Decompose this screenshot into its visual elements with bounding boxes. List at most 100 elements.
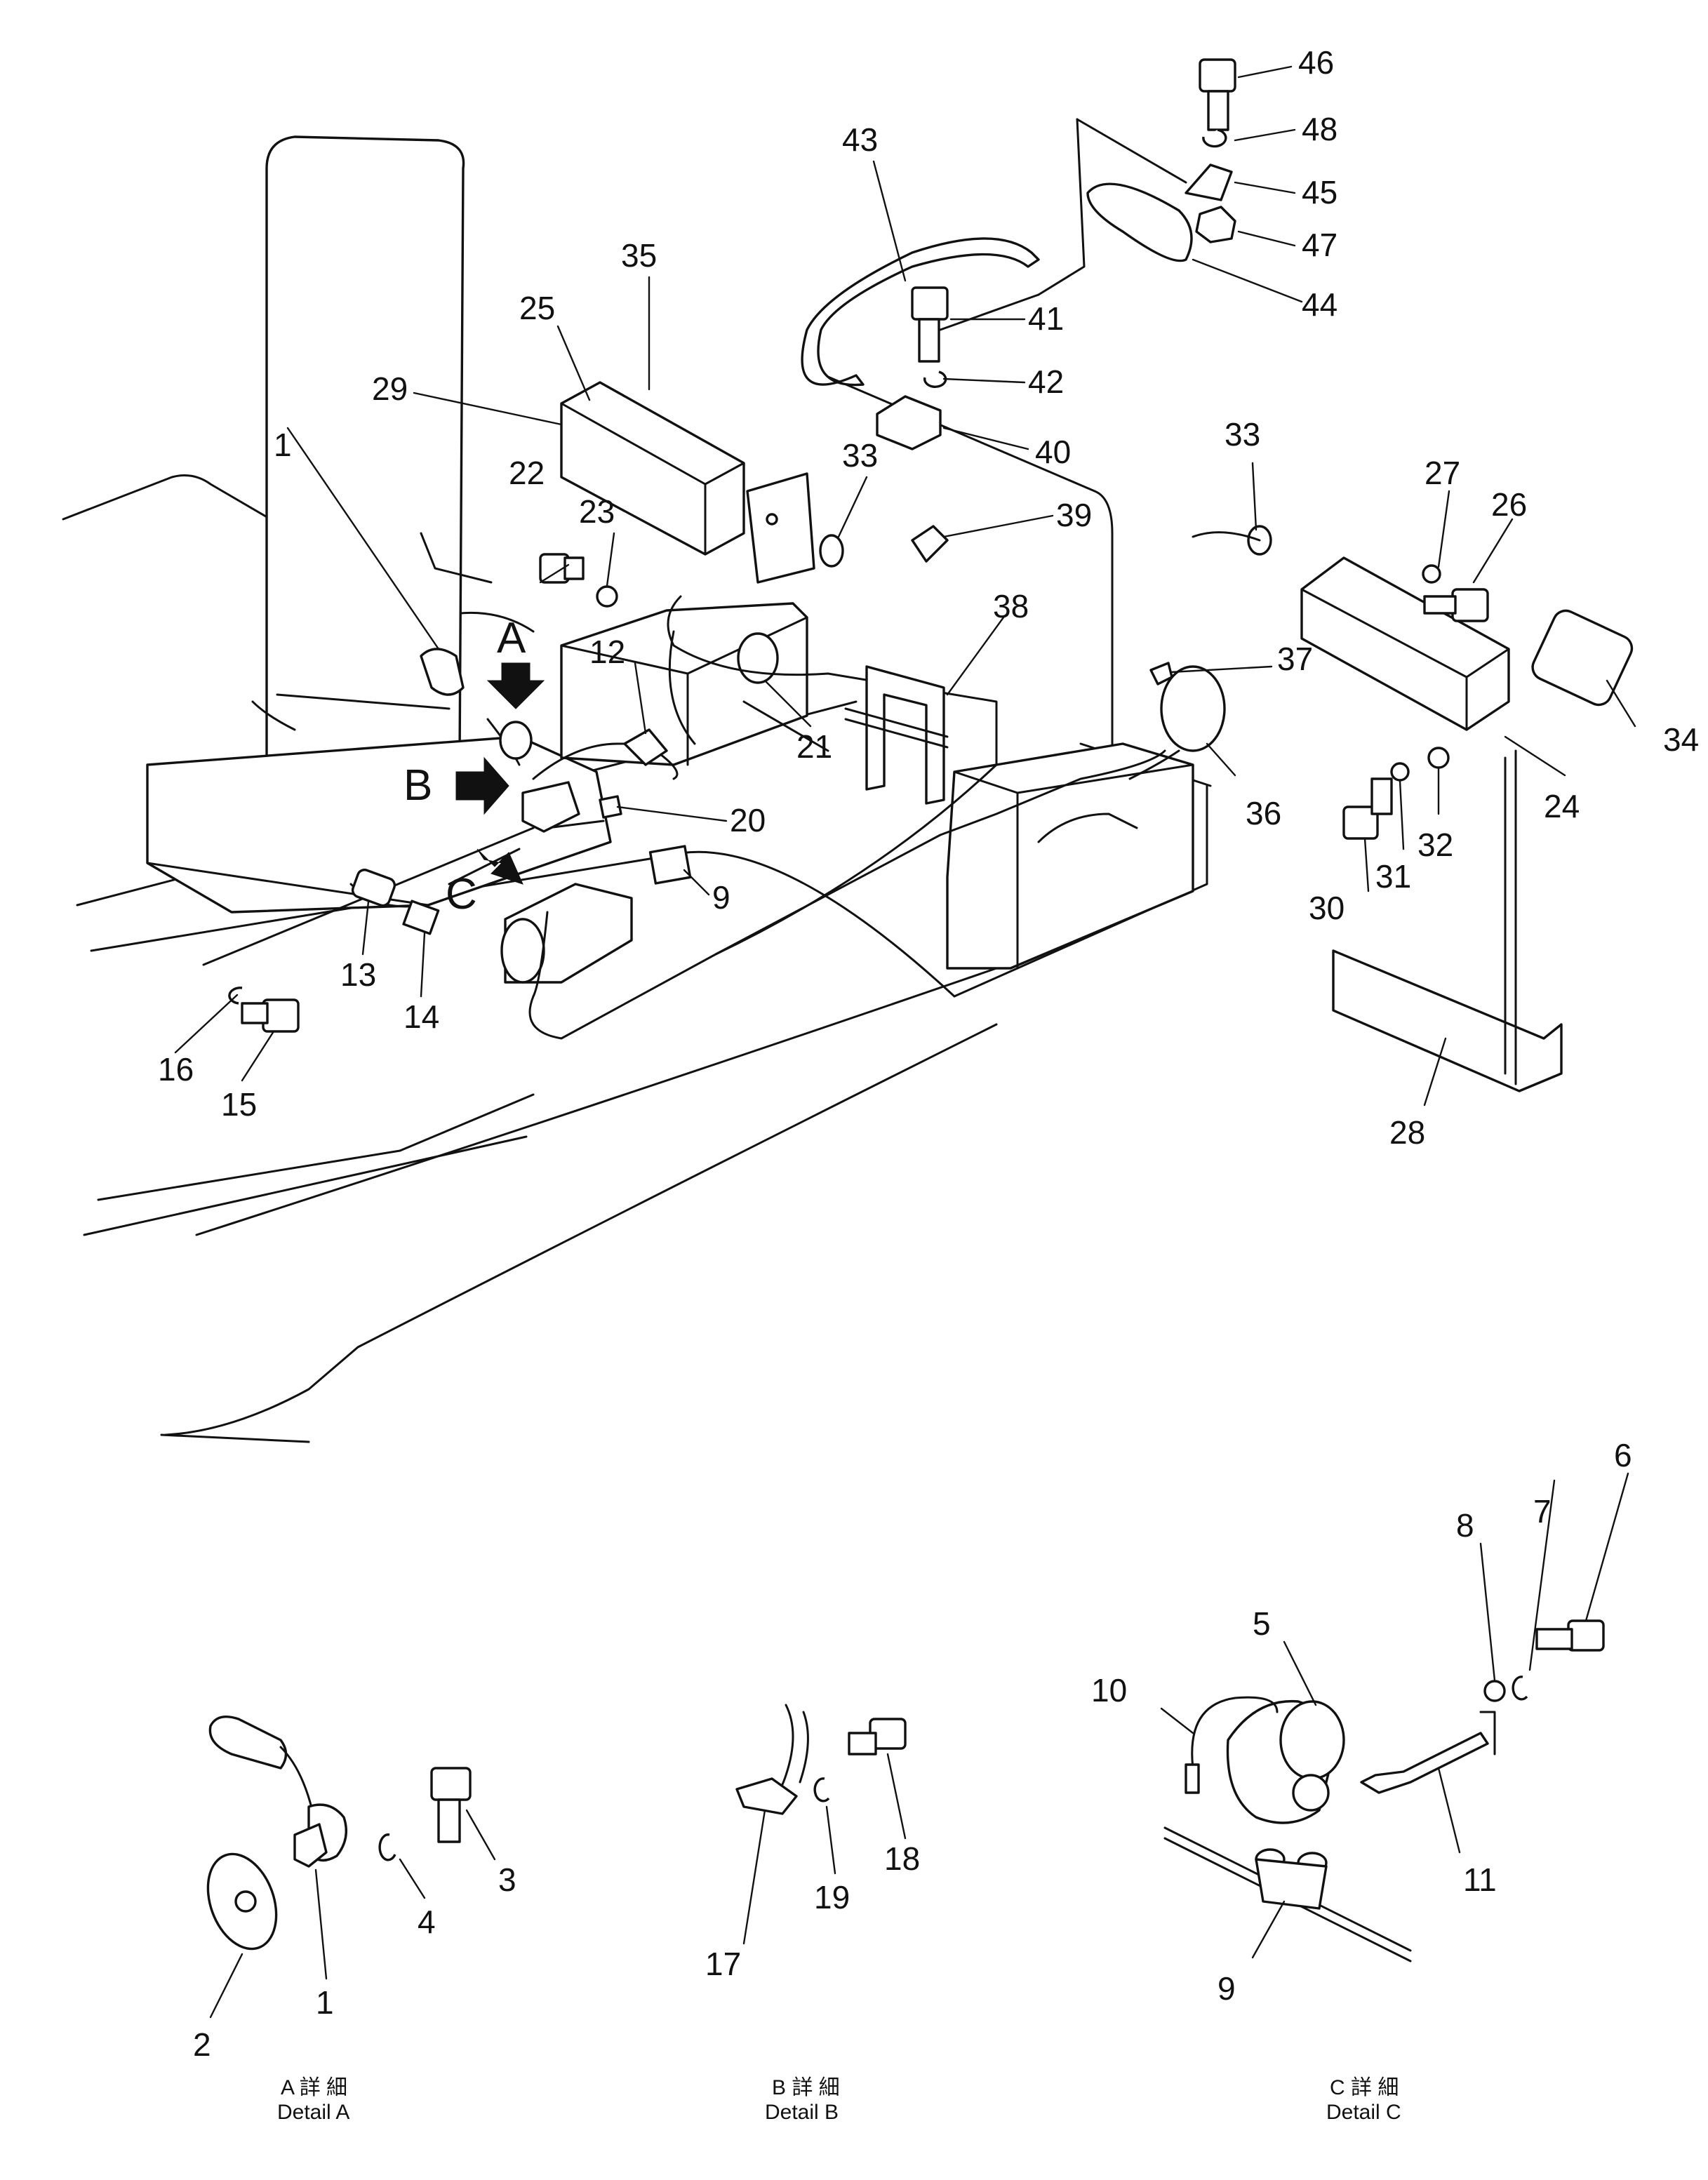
detail-c-title: Detail C <box>1326 2101 1401 2124</box>
washer-31 <box>1390 762 1410 782</box>
float-sensor-A <box>499 721 533 760</box>
detail-c: 6 7 8 5 10 11 9 C 詳 細 Detail C <box>1091 1437 1632 2124</box>
callout-41: 41 <box>1028 300 1064 337</box>
view-arrow-a <box>486 662 545 709</box>
view-arrow-c <box>476 848 523 885</box>
wiper-switch-12 <box>623 728 668 766</box>
callout-36: 36 <box>1246 795 1281 831</box>
bolt-30 <box>1342 777 1393 840</box>
callout-a-3: 3 <box>498 1861 516 1898</box>
mirror-bracket-45 <box>1185 163 1233 201</box>
callout-1: 1 <box>274 427 292 463</box>
callout-numbers: 46 48 45 47 44 43 35 25 29 41 42 40 33 3… <box>158 44 1699 1151</box>
callout-47: 47 <box>1302 227 1337 263</box>
callout-40: 40 <box>1035 434 1071 470</box>
callout-33-left: 33 <box>842 437 878 474</box>
lamp-bracket-top <box>560 381 815 584</box>
clip-37 <box>1149 662 1173 686</box>
callout-b-19: 19 <box>814 1879 850 1915</box>
callout-b-18: 18 <box>884 1840 920 1877</box>
callout-a-2: 2 <box>193 2026 211 2063</box>
callout-31: 31 <box>1375 858 1411 895</box>
callout-44: 44 <box>1302 286 1337 323</box>
callout-a-1: 1 <box>316 1984 334 2021</box>
grommet-33 <box>819 525 1272 568</box>
callout-c-6: 6 <box>1614 1437 1632 1473</box>
callout-14: 14 <box>403 998 439 1035</box>
bulb-39 <box>911 525 949 563</box>
detail-a: 3 4 1 2 A 詳 細 Detail A <box>193 1716 516 2124</box>
washer-27 <box>1422 564 1441 584</box>
callout-30: 30 <box>1309 890 1345 926</box>
callout-c-11: 11 <box>1463 1861 1497 1898</box>
callout-48: 48 <box>1302 111 1337 147</box>
callout-c-7: 7 <box>1533 1493 1552 1530</box>
callout-35: 35 <box>621 237 657 274</box>
callout-34: 34 <box>1663 721 1699 758</box>
callout-c-9: 9 <box>1217 1970 1236 2007</box>
bolt-41 <box>911 286 949 363</box>
callout-c-8: 8 <box>1456 1507 1474 1544</box>
callout-43: 43 <box>842 121 878 158</box>
washer-48 <box>1202 128 1227 148</box>
detail-c-title-jp: C 詳 細 <box>1330 2076 1399 2099</box>
bolt-22 <box>539 553 585 584</box>
washer-23 <box>596 585 618 608</box>
callout-22: 22 <box>509 455 545 491</box>
rear-mirror <box>939 118 1193 331</box>
callout-37: 37 <box>1277 641 1313 677</box>
callout-39: 39 <box>1056 497 1092 533</box>
callout-c-10: 10 <box>1091 1672 1127 1708</box>
callout-23: 23 <box>579 493 615 530</box>
callout-13: 13 <box>340 956 376 993</box>
callout-45: 45 <box>1302 174 1337 210</box>
switch-20 <box>521 781 622 833</box>
callout-24: 24 <box>1544 788 1580 824</box>
callout-16: 16 <box>158 1051 194 1088</box>
callout-a-4: 4 <box>418 1904 436 1940</box>
callout-33-right: 33 <box>1225 416 1260 453</box>
nut-47 <box>1195 206 1236 243</box>
bolt-26 <box>1423 588 1489 622</box>
callout-26: 26 <box>1491 486 1527 523</box>
callout-c-5: 5 <box>1253 1605 1271 1642</box>
detail-a-title: Detail A <box>277 2101 349 2124</box>
view-marker-c: C <box>446 870 477 918</box>
leader-lines <box>174 65 1636 1106</box>
callout-25: 25 <box>519 290 555 326</box>
lamp-bracket-rear <box>1300 556 1634 1092</box>
nut-14 <box>402 900 440 935</box>
callout-29: 29 <box>372 370 408 407</box>
callout-42: 42 <box>1028 363 1064 400</box>
connector-9-main <box>648 845 692 885</box>
starter-motor <box>500 883 633 984</box>
callout-38: 38 <box>993 588 1029 624</box>
handrail <box>801 237 1040 387</box>
battery-box-right <box>946 742 1194 970</box>
washer-42 <box>923 370 947 388</box>
bolt-15 <box>241 998 300 1033</box>
view-arrow-b <box>455 756 509 815</box>
washer-32 <box>1427 747 1450 769</box>
callout-b-17: 17 <box>705 1946 741 1982</box>
callout-15: 15 <box>221 1086 257 1123</box>
view-marker-b: B <box>403 761 432 810</box>
lamp-1-float <box>420 648 465 696</box>
callout-46: 46 <box>1298 44 1334 81</box>
callout-20: 20 <box>730 802 766 838</box>
detail-b: 18 19 17 B 詳 細 Detail B <box>705 1704 920 2124</box>
detail-b-title: Detail B <box>765 2101 839 2124</box>
view-marker-a: A <box>497 614 526 662</box>
detail-a-title-jp: A 詳 細 <box>281 2076 347 2099</box>
callout-9: 9 <box>712 879 730 916</box>
battery-box-left <box>560 602 808 766</box>
callout-21: 21 <box>796 728 832 765</box>
mirror-bolt-46 <box>1199 58 1236 131</box>
relay-bracket <box>844 665 949 805</box>
clamp-40 <box>876 395 942 450</box>
detail-b-title-jp: B 詳 細 <box>772 2076 840 2099</box>
callout-12: 12 <box>589 634 625 670</box>
callout-28: 28 <box>1389 1114 1425 1151</box>
callout-32: 32 <box>1417 827 1453 863</box>
